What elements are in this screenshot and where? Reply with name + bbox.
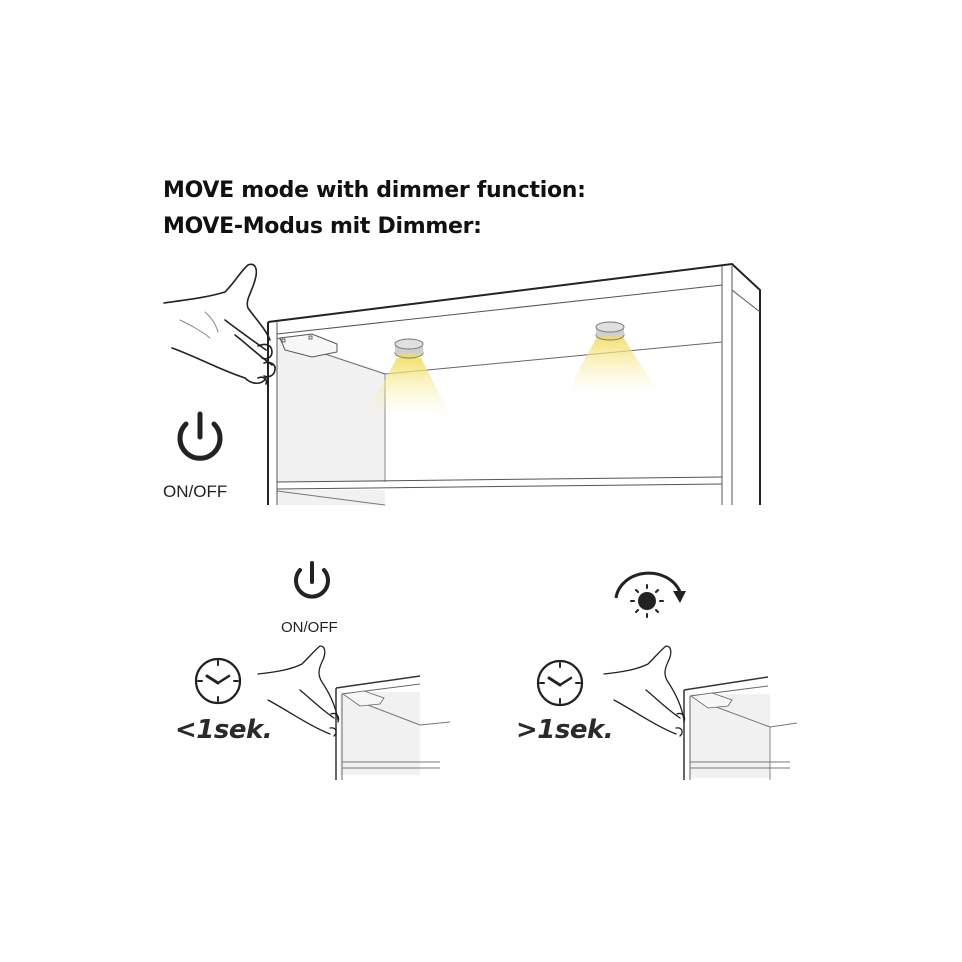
hand-icon xyxy=(163,263,276,385)
brightness-dimmer-icon xyxy=(614,571,686,618)
power-icon xyxy=(294,561,330,599)
clock-icon xyxy=(536,659,584,707)
hand-icon xyxy=(257,645,340,737)
power-label: ON/OFF xyxy=(163,482,228,501)
power-icon xyxy=(177,411,223,461)
puck-light-2 xyxy=(595,321,625,341)
title-german: MOVE-Modus mit Dimmer: xyxy=(163,214,482,239)
motion-sensor xyxy=(279,333,338,358)
step-1-action-label: ON/OFF xyxy=(281,619,338,636)
puck-light-1 xyxy=(394,338,424,359)
hand-icon xyxy=(603,645,686,737)
clock-icon xyxy=(194,657,242,705)
step-2-duration: >1sek. xyxy=(516,715,614,745)
step-1-duration: <1sek. xyxy=(175,715,273,745)
title-english: MOVE mode with dimmer function: xyxy=(163,178,586,203)
